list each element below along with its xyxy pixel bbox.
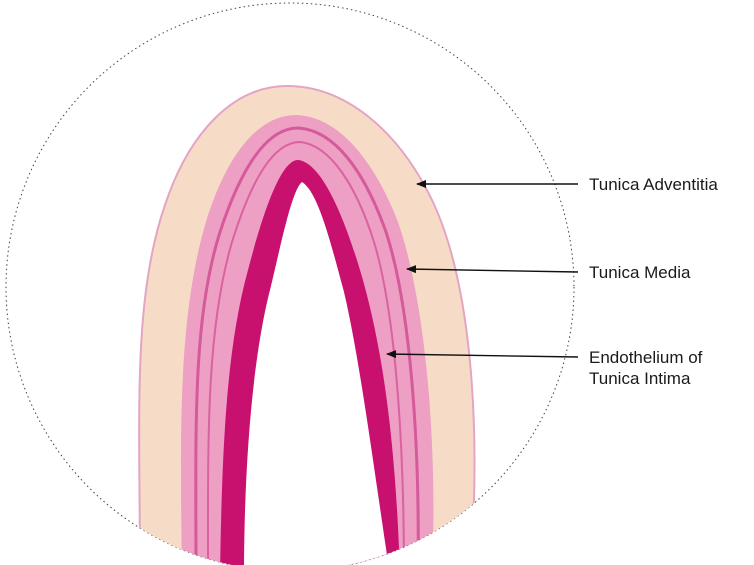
label-endothelium-tunica-intima: Endothelium of Tunica Intima: [589, 347, 702, 389]
label-intima-line-2: Tunica Intima: [589, 368, 702, 389]
label-tunica-adventitia: Tunica Adventitia: [589, 174, 718, 195]
label-tunica-media: Tunica Media: [589, 262, 690, 283]
label-intima-line-1: Endothelium of: [589, 347, 702, 368]
vessel-section: [139, 86, 474, 565]
